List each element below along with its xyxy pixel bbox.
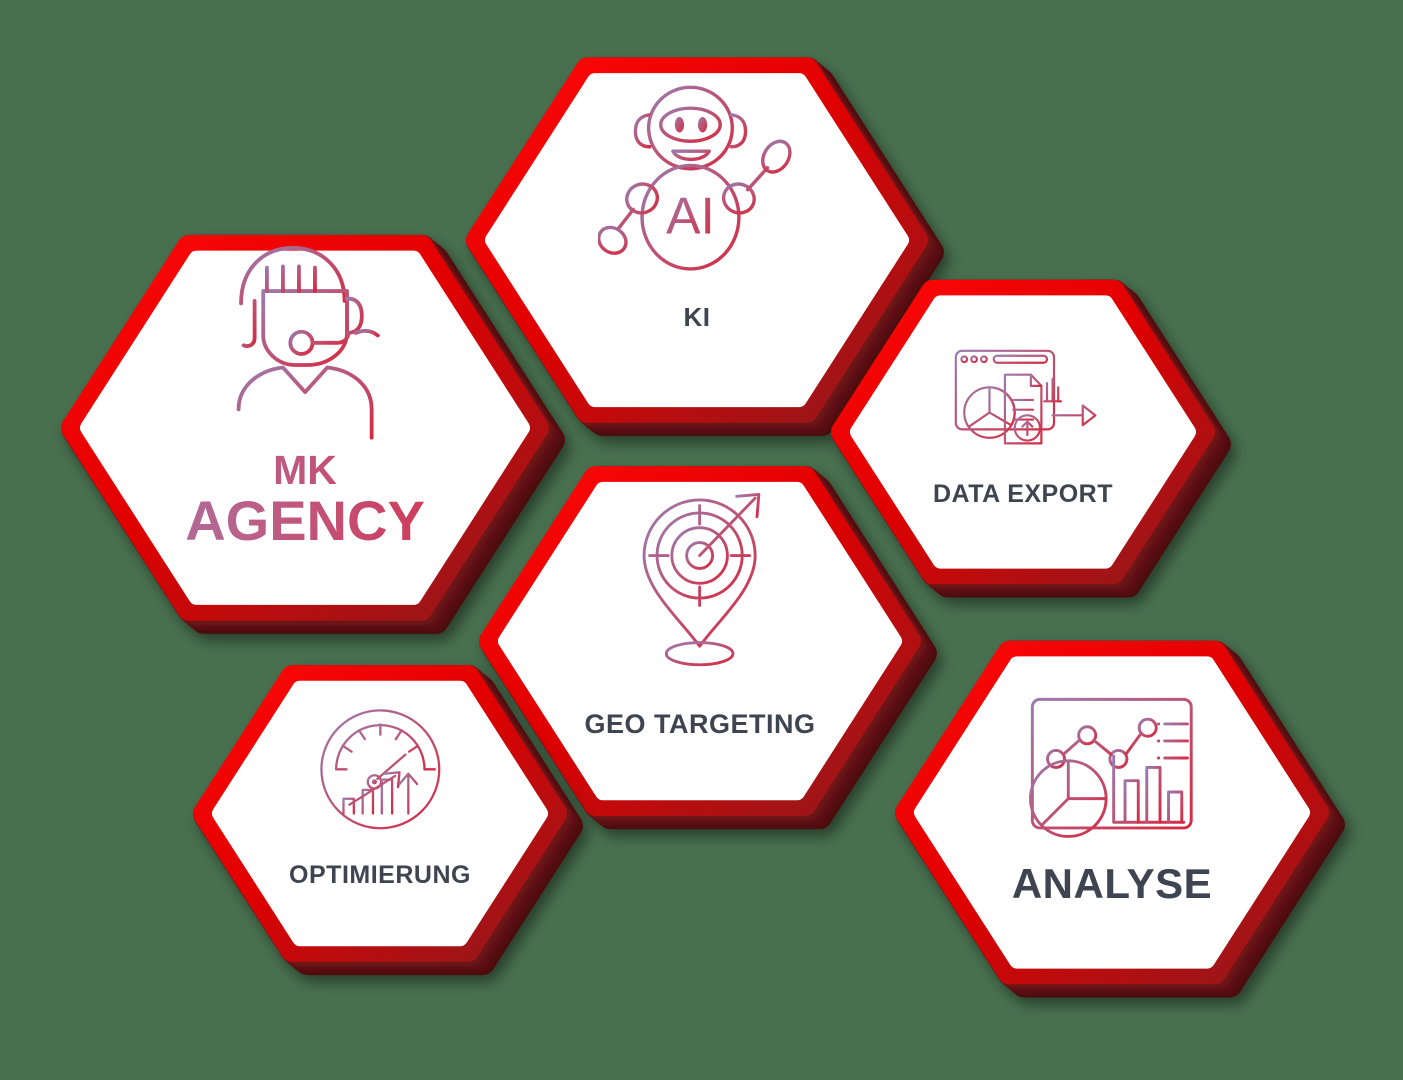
hexagon-card-data-export[interactable]: DATA EXPORT bbox=[809, 236, 1237, 654]
hexagon-card-ki[interactable]: AI KI bbox=[444, 9, 950, 497]
hexagon-face-optimierung bbox=[212, 680, 548, 946]
hexagon-card-analyse[interactable]: ANALYSE bbox=[873, 594, 1351, 1057]
hexagon-card-geo-targeting[interactable]: GEO TARGETING bbox=[457, 419, 943, 889]
hexagon-card-optimierung[interactable]: OPTIMIERUNG bbox=[171, 622, 589, 1031]
hexagon-card-mk-agency[interactable]: MK AGENCY bbox=[39, 185, 571, 697]
hexagon-face-analyse bbox=[914, 655, 1310, 969]
